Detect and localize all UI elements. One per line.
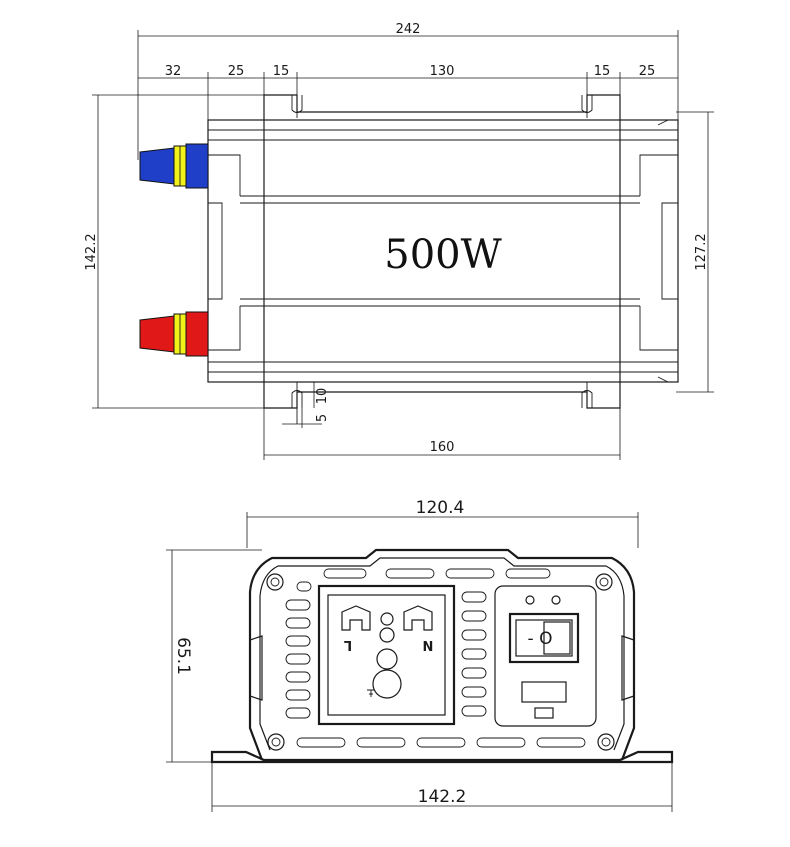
- dim-160-label: 160: [430, 440, 455, 455]
- ground-icon: [367, 689, 375, 697]
- indicator-led-right: [551, 595, 561, 605]
- dim-127-2-label: 127.2: [694, 233, 709, 270]
- dim-slot: 10 5: [282, 381, 330, 428]
- dim-base-160: 160: [263, 408, 621, 460]
- socket-slot-left: [341, 605, 371, 631]
- dim-25-left-label: 25: [228, 64, 245, 79]
- switch-label: - O: [528, 629, 553, 649]
- socket-label-left: L: [344, 637, 352, 652]
- terminal-positive: [139, 311, 209, 357]
- dim-65-1-label: 65.1: [173, 637, 193, 675]
- dim-height-left: 142.2: [84, 94, 264, 409]
- usb-port: [521, 681, 567, 703]
- corner-screws: [266, 573, 615, 751]
- dim-front-width: 120.4: [246, 498, 639, 548]
- dim-130-label: 130: [430, 64, 455, 79]
- dim-10-label: 10: [315, 388, 330, 405]
- switch-panel: - O: [494, 585, 597, 727]
- socket-label-right: N: [423, 640, 434, 655]
- dim-142-2-base-label: 142.2: [418, 787, 467, 807]
- dim-142-2-left-label: 142.2: [84, 233, 99, 270]
- dim-242-label: 242: [396, 22, 421, 37]
- ac-socket: L N: [317, 584, 456, 726]
- dim-front-base: 142.2: [211, 762, 673, 812]
- base-flange: [210, 750, 674, 764]
- dim-height-right: 127.2: [676, 111, 714, 393]
- vent-slots: [285, 568, 586, 748]
- power-switch[interactable]: [508, 612, 580, 664]
- socket-slot-right: [403, 605, 433, 631]
- terminal-negative: [139, 143, 209, 189]
- dim-25-right-label: 25: [639, 64, 656, 79]
- dim-15-right-label: 15: [594, 64, 611, 79]
- model-label: 500W: [384, 232, 501, 278]
- screw-bottom-right: [597, 733, 615, 751]
- dim-segment-row: 32 25 15 130 15 25: [138, 64, 678, 120]
- dim-front-height: 65.1: [166, 549, 262, 763]
- indicator-led-left: [525, 595, 535, 605]
- dim-overall-width: 242: [137, 22, 679, 160]
- dim-32-label: 32: [165, 64, 182, 79]
- dim-15-left-label: 15: [273, 64, 290, 79]
- top-view: 242 32 25 15 130 15 25 142.2: [84, 22, 714, 460]
- front-view: 120.4 65.1 142.2: [166, 498, 674, 812]
- screw-bottom-left: [267, 733, 285, 751]
- screw-top-left: [266, 573, 284, 591]
- fan-vent: [534, 707, 554, 719]
- screw-top-right: [595, 573, 613, 591]
- dim-5-label: 5: [315, 414, 330, 422]
- inverter-body: 500W: [207, 119, 679, 383]
- dim-120-4-label: 120.4: [416, 498, 465, 518]
- front-housing: [248, 548, 636, 761]
